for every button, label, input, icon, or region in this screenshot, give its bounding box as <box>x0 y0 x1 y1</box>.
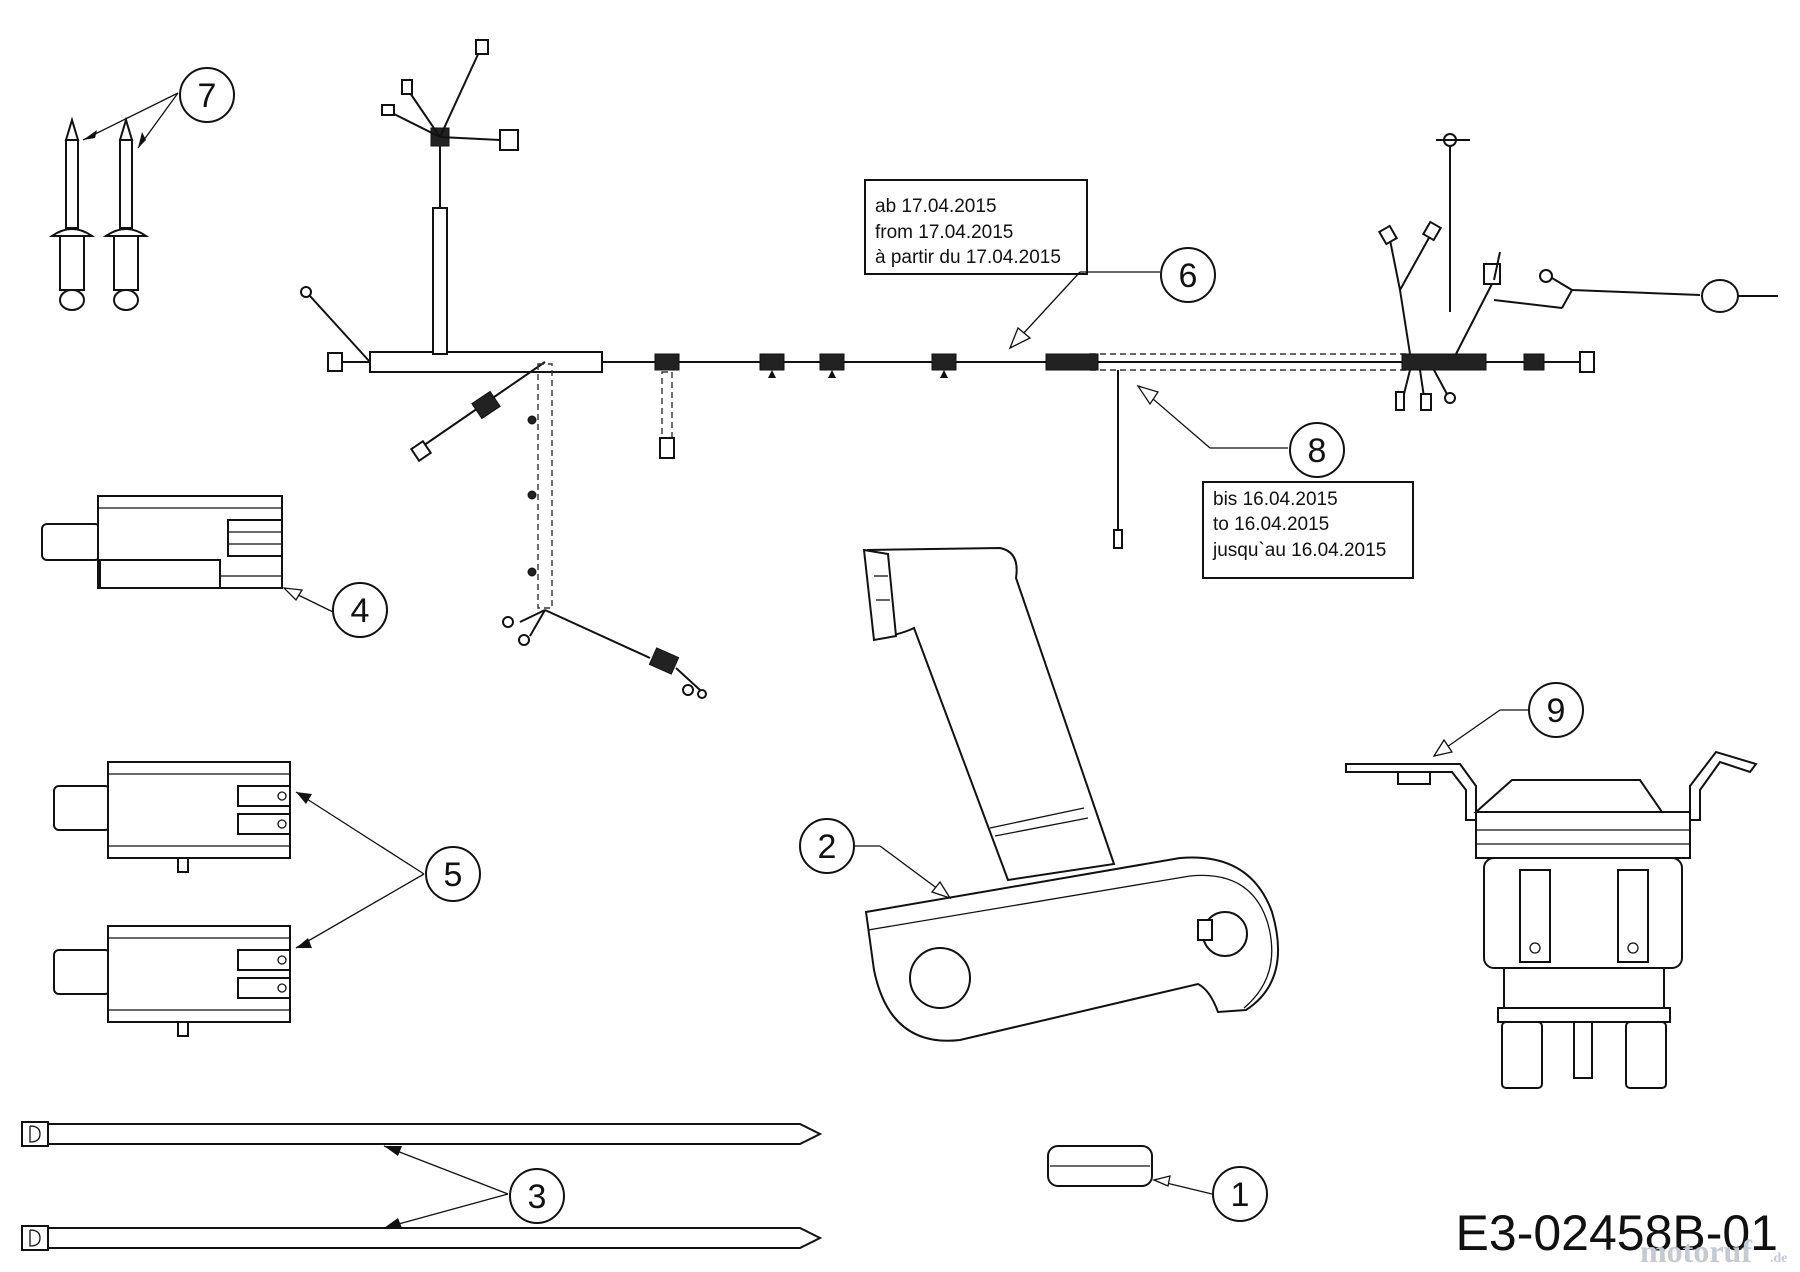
note-line: to 16.04.2015 <box>1213 514 1329 535</box>
note-until-date: bis 16.04.2015 to 16.04.2015 jusqu`au 16… <box>1202 481 1414 579</box>
callout-4: 4 <box>282 582 388 638</box>
pedal-bracket <box>862 546 1279 1042</box>
note-line: à partir du 17.04.2015 <box>875 247 1061 268</box>
cap-part-1 <box>1047 1145 1153 1187</box>
rivet <box>48 116 96 311</box>
rivet-pair <box>48 116 150 311</box>
callout-7: 7 <box>82 67 235 149</box>
callout-number-2: 2 <box>818 828 837 866</box>
callout-5: 5 <box>295 791 481 949</box>
callout-number-1: 1 <box>1231 1176 1250 1214</box>
note-line: from 17.04.2015 <box>875 222 1013 243</box>
callout-8: 8 <box>1136 384 1345 478</box>
note-line: jusqu`au 16.04.2015 <box>1212 540 1386 561</box>
watermark-brand: motoruf <box>1640 1233 1752 1269</box>
note-from-date: ab 17.04.2015 from 17.04.2015 à partir d… <box>864 179 1088 275</box>
switch-part-5 <box>53 761 291 873</box>
drawing-code: E3-02458B-01 <box>1456 1205 1778 1261</box>
ignition-switch <box>1345 750 1758 1089</box>
watermark-logo: motoruf .de <box>1640 1233 1788 1269</box>
callout-number-7: 7 <box>198 77 217 115</box>
callout-number-5: 5 <box>444 856 463 894</box>
switch-part-5 <box>53 925 291 1037</box>
rivet <box>102 116 150 311</box>
cable-tie <box>21 1225 823 1251</box>
callout-9: 9 <box>1432 682 1584 757</box>
callout-3: 3 <box>383 1145 565 1229</box>
callout-1: 1 <box>1151 1166 1268 1222</box>
callout-number-8: 8 <box>1308 432 1327 470</box>
callout-2: 2 <box>799 818 952 900</box>
switch-part-4 <box>41 495 283 589</box>
callout-number-3: 3 <box>528 1178 547 1216</box>
note-line: bis 16.04.2015 <box>1213 489 1338 510</box>
wire-harness <box>300 39 1778 699</box>
callout-number-6: 6 <box>1179 257 1198 295</box>
callout-number-4: 4 <box>351 592 370 630</box>
callout-6: 6 <box>1008 247 1216 350</box>
watermark-tld: .de <box>1770 1251 1788 1266</box>
callout-number-9: 9 <box>1547 692 1566 730</box>
note-line: ab 17.04.2015 <box>875 196 997 217</box>
cable-tie <box>21 1121 823 1147</box>
